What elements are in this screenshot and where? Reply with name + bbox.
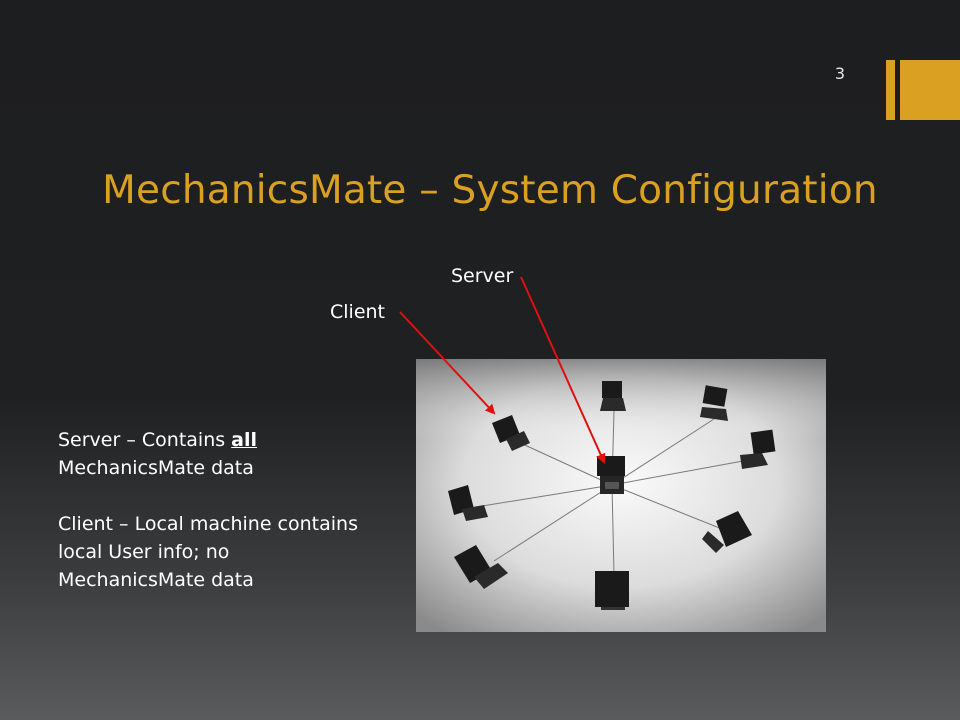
network-photo	[416, 359, 826, 632]
computer-bottom	[595, 571, 629, 610]
computer-server	[597, 456, 625, 494]
body-text: Server – Contains all MechanicsMate data…	[58, 426, 358, 622]
accent-bar-thick	[900, 60, 960, 120]
computer-top	[600, 381, 626, 411]
accent-bar-thin	[886, 60, 895, 120]
computer-left	[448, 485, 488, 521]
server-description: Server – Contains all MechanicsMate data	[58, 426, 358, 482]
computer-bottom-left	[454, 545, 508, 589]
slide-number: 3	[834, 64, 846, 83]
server-description-prefix: Server – Contains	[58, 429, 232, 451]
computer-top-right	[700, 385, 728, 421]
client-label: Client	[330, 301, 386, 323]
server-label: Server	[451, 265, 514, 287]
slide-title: MechanicsMate – System Configuration	[102, 168, 878, 213]
computer-right	[740, 429, 776, 469]
computer-bottom-right	[702, 511, 752, 553]
server-description-suffix: MechanicsMate data	[58, 457, 254, 479]
client-description: Client – Local machine contains local Us…	[58, 513, 358, 591]
server-description-emphasis: all	[231, 429, 258, 451]
